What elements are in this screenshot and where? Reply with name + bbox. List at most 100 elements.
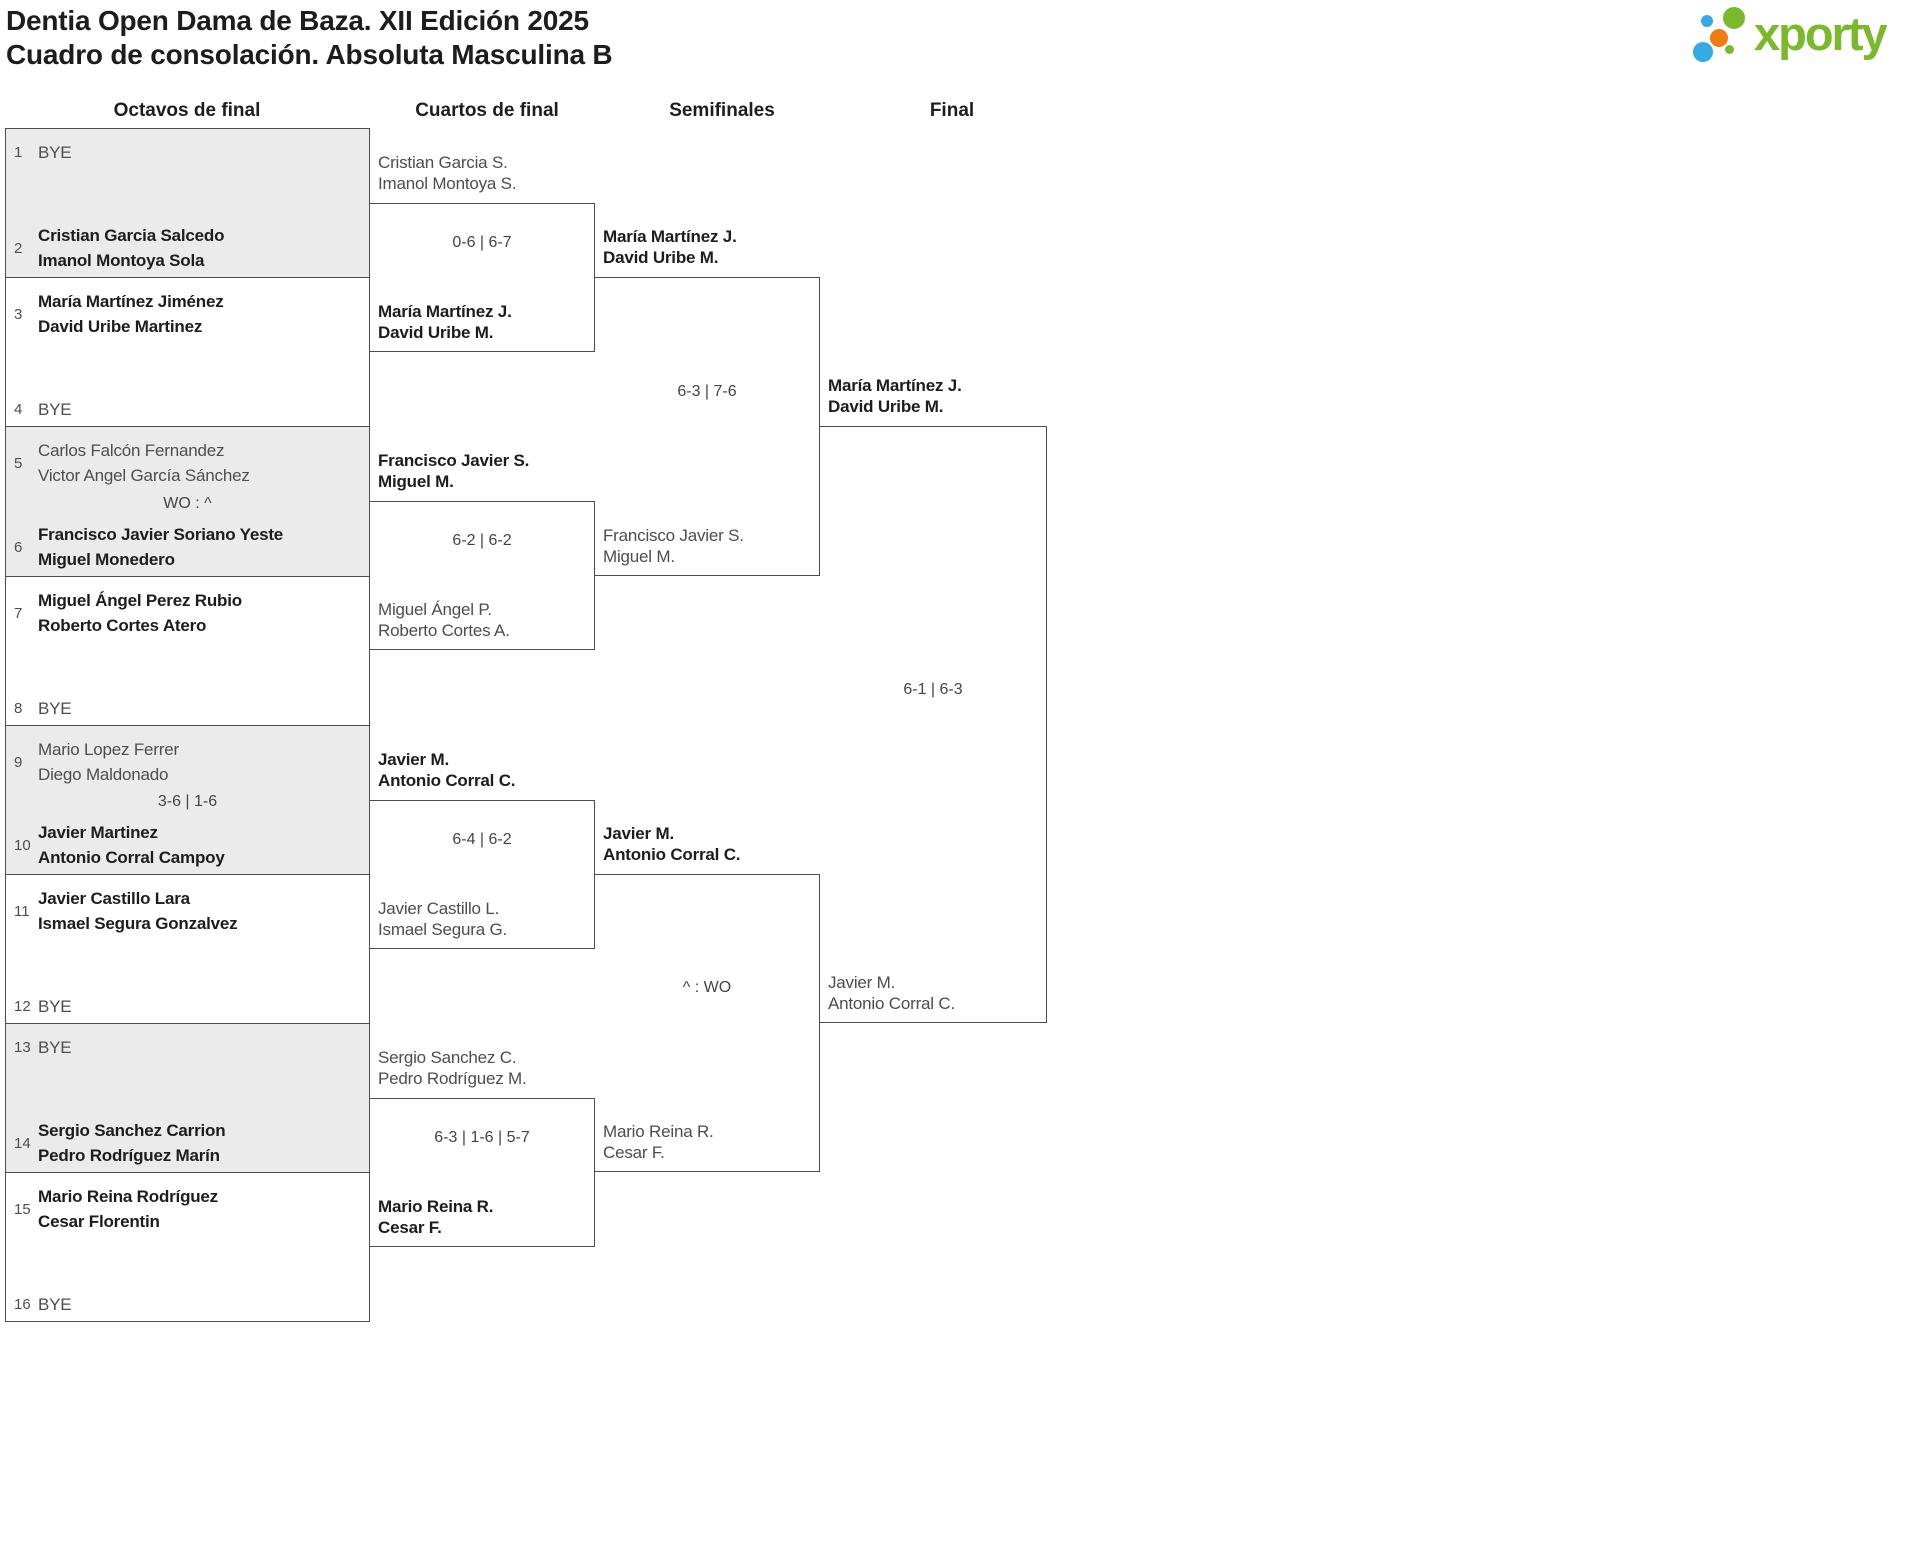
team-name: Sergio Sanchez C. Pedro Rodríguez M. <box>378 1048 527 1088</box>
r16-match-1: 1 BYE 2 Cristian Garcia Salcedo Imanol M… <box>5 128 370 277</box>
round-header-final: Final <box>929 100 975 121</box>
team-name: Carlos Falcón Fernandez Victor Angel Gar… <box>38 441 250 485</box>
bracket-entry: 11 Javier Castillo Lara Ismael Segura Go… <box>14 886 361 936</box>
match-score: WO : ^ <box>163 494 212 512</box>
bracket-entry: 4 BYE <box>14 397 361 422</box>
seed-number: 7 <box>14 604 23 622</box>
team-name: María Martínez J. David Uribe M. <box>378 302 512 342</box>
r16-match-4: 7 Miguel Ángel Perez Rubio Roberto Corte… <box>5 576 370 725</box>
team-name: Cristian Garcia S. Imanol Montoya S. <box>378 153 517 193</box>
seed-number: 10 <box>14 836 31 854</box>
seed-number: 13 <box>14 1039 31 1056</box>
r16-match-7: 13 BYE 14 Sergio Sanchez Carrion Pedro R… <box>5 1023 370 1172</box>
team-name: BYE <box>38 1038 72 1057</box>
logo-dot-icon <box>1723 7 1745 29</box>
team-name: Mario Lopez Ferrer Diego Maldonado <box>38 740 179 784</box>
team-name: Javier M. Antonio Corral C. <box>828 973 955 1013</box>
team-name: Mario Reina R. Cesar F. <box>603 1122 714 1162</box>
match-score: ^ : WO <box>682 979 732 996</box>
team-name: María Martínez J. David Uribe M. <box>603 227 737 267</box>
seed-number: 16 <box>14 1296 31 1313</box>
seed-number: 2 <box>14 239 23 257</box>
xporty-logo: xporty <box>1688 4 1920 68</box>
team-name: María Martínez J. David Uribe M. <box>828 376 962 416</box>
team-name: Miguel Ángel Perez Rubio Roberto Cortes … <box>38 591 242 635</box>
team-name: Javier Castillo Lara Ismael Segura Gonza… <box>38 889 238 933</box>
logo-dot-icon <box>1725 45 1734 54</box>
seed-number: 3 <box>14 305 23 323</box>
match-score: 6-4 | 6-2 <box>452 830 512 848</box>
bracket-entry: 12 BYE <box>14 994 361 1019</box>
match-score: 6-3 | 1-6 | 5-7 <box>434 1128 530 1146</box>
seed-number: 11 <box>14 902 30 920</box>
r16-match-3: 5 Carlos Falcón Fernandez Victor Angel G… <box>5 426 370 576</box>
bracket-entry: 8 BYE <box>14 696 361 721</box>
r16-match-5: 9 Mario Lopez Ferrer Diego Maldonado 10 … <box>5 725 370 874</box>
team-name: Sergio Sanchez Carrion Pedro Rodríguez M… <box>38 1121 226 1165</box>
round-header-semifinales: Semifinales <box>669 100 775 121</box>
round-header-octavos: Octavos de final <box>113 100 261 121</box>
bracket-entry: 5 Carlos Falcón Fernandez Victor Angel G… <box>14 438 361 488</box>
qf-match-4: Sergio Sanchez C. Pedro Rodríguez M. 6-3… <box>370 1048 595 1247</box>
team-name: BYE <box>38 1295 72 1314</box>
seed-number: 1 <box>14 144 23 161</box>
match-score: 3-6 | 1-6 <box>157 793 218 810</box>
qf-match-3: Javier M. Antonio Corral C. 6-4 | 6-2 Ja… <box>370 750 595 949</box>
logo-dot-icon <box>1701 15 1713 27</box>
team-name: Miguel Ángel P. Roberto Cortes A. <box>378 600 510 640</box>
bracket-entry: 2 Cristian Garcia Salcedo Imanol Montoya… <box>14 223 361 273</box>
team-name: Francisco Javier Soriano Yeste Miguel Mo… <box>38 525 284 569</box>
bracket-entry: 9 Mario Lopez Ferrer Diego Maldonado <box>14 737 361 787</box>
seed-number: 15 <box>14 1200 31 1218</box>
team-name: BYE <box>38 699 72 718</box>
team-name: María Martínez Jiménez David Uribe Marti… <box>38 292 224 336</box>
bracket-entry: 3 María Martínez Jiménez David Uribe Mar… <box>14 289 361 339</box>
seed-number: 8 <box>14 700 23 717</box>
sf-match-2: Javier M. Antonio Corral C. ^ : WO Mario… <box>595 824 820 1172</box>
seed-number: 5 <box>14 454 23 472</box>
team-name: BYE <box>38 997 72 1016</box>
logo-wordmark: xporty <box>1754 7 1888 60</box>
team-name: Francisco Javier S. Miguel M. <box>378 451 530 491</box>
bracket-entry: 14 Sergio Sanchez Carrion Pedro Rodrígue… <box>14 1118 361 1168</box>
team-name: BYE <box>38 400 72 419</box>
match-score: 6-3 | 7-6 <box>677 382 737 400</box>
bracket-entry: 16 BYE <box>14 1292 361 1317</box>
round-header-cuartos: Cuartos de final <box>415 100 559 121</box>
match-score: 6-2 | 6-2 <box>452 531 512 549</box>
match-score: 0-6 | 6-7 <box>452 233 512 251</box>
team-name: Mario Reina R. Cesar F. <box>378 1197 494 1237</box>
seed-number: 6 <box>14 538 23 556</box>
seed-number: 12 <box>14 998 31 1015</box>
sf-match-1: María Martínez J. David Uribe M. 6-3 | 7… <box>595 227 820 576</box>
qf-match-2: Francisco Javier S. Miguel M. 6-2 | 6-2 … <box>370 451 595 650</box>
bracket-subtitle: Cuadro de consolación. Absoluta Masculin… <box>6 39 613 70</box>
bracket-entry: 7 Miguel Ángel Perez Rubio Roberto Corte… <box>14 588 361 638</box>
r16-match-2: 3 María Martínez Jiménez David Uribe Mar… <box>5 277 370 426</box>
bracket-entry: 10 Javier Martinez Antonio Corral Campoy <box>14 820 361 870</box>
r16-match-6: 11 Javier Castillo Lara Ismael Segura Go… <box>5 874 370 1023</box>
team-name: BYE <box>38 143 72 162</box>
logo-dot-icon <box>1710 29 1728 47</box>
team-name: Mario Reina Rodríguez Cesar Florentin <box>38 1187 218 1231</box>
bracket-entry: 15 Mario Reina Rodríguez Cesar Florentin <box>14 1184 361 1234</box>
team-name: Javier Castillo L. Ismael Segura G. <box>378 899 508 939</box>
tournament-title: Dentia Open Dama de Baza. XII Edición 20… <box>6 5 589 36</box>
bracket-entry: 6 Francisco Javier Soriano Yeste Miguel … <box>14 522 361 572</box>
team-name: Javier M. Antonio Corral C. <box>378 750 516 790</box>
logo-dot-icon <box>1693 42 1713 62</box>
final-match: María Martínez J. David Uribe M. 6-1 | 6… <box>820 376 1047 1023</box>
seed-number: 14 <box>14 1134 31 1152</box>
team-name: Francisco Javier S. Miguel M. <box>603 526 744 566</box>
page-title: Dentia Open Dama de Baza. XII Edición 20… <box>6 4 613 72</box>
seed-number: 4 <box>14 401 23 418</box>
team-name: Cristian Garcia Salcedo Imanol Montoya S… <box>38 226 225 270</box>
qf-match-1: Cristian Garcia S. Imanol Montoya S. 0-6… <box>370 153 595 352</box>
r16-match-8: 15 Mario Reina Rodríguez Cesar Florentin… <box>5 1172 370 1322</box>
team-name: Javier Martinez Antonio Corral Campoy <box>38 823 225 867</box>
bracket-entry: 13 BYE <box>14 1035 361 1060</box>
bracket-entry: 1 BYE <box>14 140 361 165</box>
seed-number: 9 <box>14 753 23 771</box>
match-score: 6-1 | 6-3 <box>903 680 963 698</box>
